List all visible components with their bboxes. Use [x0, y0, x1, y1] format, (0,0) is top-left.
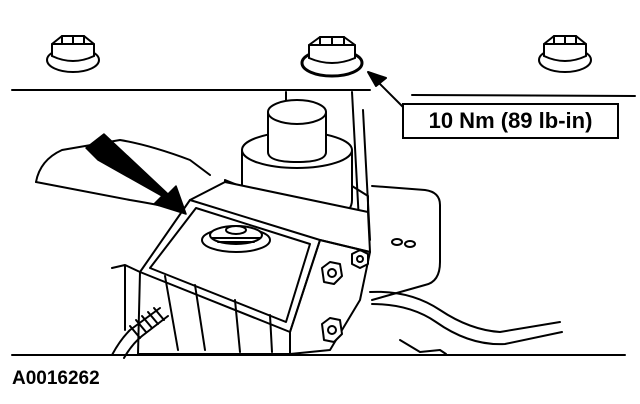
- side-bolts: [321, 249, 369, 343]
- torque-callout-box: 10 Nm (89 lb-in): [402, 103, 619, 139]
- hex-nut-center-icon: [300, 36, 364, 78]
- torque-leader-arrow-icon: [367, 71, 405, 109]
- hex-nut-right-icon: [538, 35, 592, 73]
- brake-line-2: [371, 303, 563, 346]
- valve-cap: [201, 225, 271, 253]
- mounting-plate-right: [371, 185, 441, 301]
- hex-nut-left-icon: [46, 35, 100, 73]
- plate-hole-2: [404, 240, 416, 248]
- bold-pointer-arrow-icon: [85, 133, 187, 215]
- bracket-top-edge: [11, 89, 636, 97]
- torque-callout-text: 10 Nm (89 lb-in): [428, 108, 593, 133]
- brake-line: [369, 290, 561, 333]
- background-panel: [35, 139, 211, 183]
- brake-line-fitting: [399, 339, 447, 355]
- hydraulic-control-unit: [111, 181, 371, 355]
- figure-id-label: A0016262: [12, 368, 100, 389]
- plate-hole-1: [391, 238, 403, 246]
